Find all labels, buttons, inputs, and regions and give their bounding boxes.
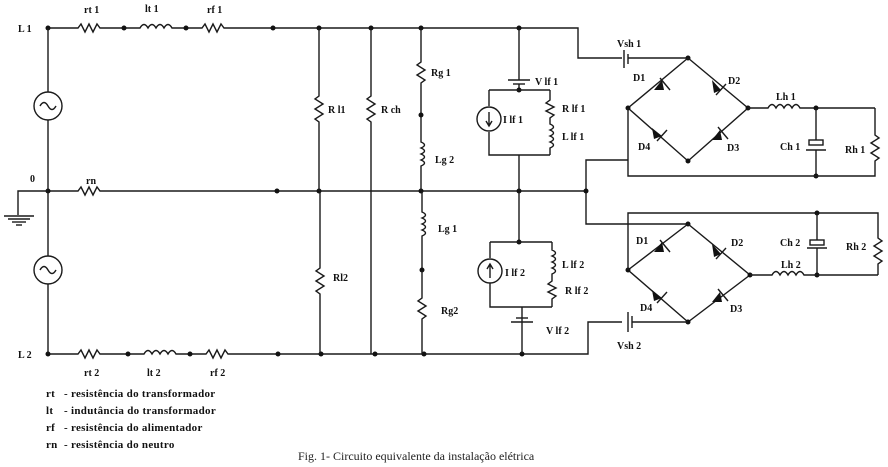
label-rt1: rt 1 [84, 5, 99, 16]
diode-D4-icon [652, 290, 668, 304]
node-label-L1: L 1 [18, 24, 32, 35]
label-Rh2: Rh 2 [846, 242, 866, 253]
arrow-down-icon [485, 112, 493, 128]
diode-D4-icon [652, 128, 668, 142]
line-L2 [45, 321, 622, 360]
rectifier-2 [625, 210, 884, 332]
legend-text: - indutância do transformador [64, 405, 216, 417]
label-Rl2: Rl2 [333, 273, 348, 284]
diode-D3-icon [712, 288, 729, 302]
label-Lh1: Lh 1 [776, 92, 796, 103]
node-label-neutral: 0 [30, 174, 35, 185]
label-Vsh1: Vsh 1 [617, 39, 641, 50]
ac-source-1 [33, 28, 63, 191]
label-lt1: lt 1 [145, 4, 159, 15]
diode-D2-icon [712, 244, 727, 260]
resistor-Rl1 [313, 28, 325, 191]
label-Rch: R ch [381, 105, 401, 116]
node-label-L2: L 2 [18, 350, 32, 361]
legend: rt - resistência do transformador lt - i… [46, 388, 216, 451]
label-Llf1: L lf 1 [562, 132, 584, 143]
label-Rlf2: R lf 2 [565, 286, 588, 297]
resistor-Rch [365, 28, 377, 354]
diode-D1-icon [654, 239, 671, 253]
legend-abbr: rn [46, 439, 58, 451]
sine-wave-icon [39, 101, 57, 111]
label-Vlf2: V lf 2 [546, 326, 569, 337]
label-lt2: lt 2 [147, 368, 161, 379]
label-Rl1: R l1 [328, 105, 346, 116]
filter-2 [477, 191, 558, 354]
label-D3a: D3 [727, 143, 739, 154]
label-Rlf1: R lf 1 [562, 104, 585, 115]
line-neutral [4, 159, 628, 226]
legend-text: - resistência do neutro [64, 439, 175, 451]
diode-D3-icon [712, 126, 729, 140]
label-Rh1: Rh 1 [845, 145, 865, 156]
legend-text: - resistência do transformador [64, 388, 215, 400]
label-Vsh2: Vsh 2 [617, 341, 641, 352]
label-D1b: D1 [636, 236, 648, 247]
label-D1a: D1 [633, 73, 645, 84]
label-Lg2: Lg 2 [435, 155, 454, 166]
diode-D1-icon [654, 77, 671, 91]
legend-abbr: rf [46, 422, 55, 434]
legend-abbr: lt [46, 405, 53, 417]
label-rf1: rf 1 [207, 5, 222, 16]
arrow-up-icon [486, 262, 494, 278]
label-Lg1: Lg 1 [438, 224, 457, 235]
filter-1 [476, 28, 556, 191]
branch-Rg-Lg [415, 28, 428, 354]
ground-icon [4, 215, 34, 226]
legend-text: - resistência do alimentador [64, 422, 203, 434]
label-D2a: D2 [728, 76, 740, 87]
label-Ilf1: I lf 1 [503, 115, 523, 126]
label-rf2: rf 2 [210, 368, 225, 379]
label-D4b: D4 [640, 303, 652, 314]
label-Llf2: L lf 2 [562, 260, 584, 271]
label-rt2: rt 2 [84, 368, 99, 379]
label-D2b: D2 [731, 238, 743, 249]
label-rn: rn [86, 176, 96, 187]
label-Ilf2: I lf 2 [505, 268, 525, 279]
legend-abbr: rt [46, 388, 55, 400]
figure-caption: Fig. 1- Circuito equivalente da instalaç… [298, 449, 535, 463]
ground-wire [17, 190, 48, 215]
label-Ch2: Ch 2 [780, 238, 800, 249]
resistor-Rl2 [314, 191, 326, 354]
line-L1 [45, 22, 622, 59]
label-Rg2: Rg2 [441, 306, 458, 317]
rectifier-1 [623, 50, 881, 179]
label-Vlf1: V lf 1 [535, 77, 558, 88]
label-Rg1: Rg 1 [431, 68, 451, 79]
sine-wave-icon [39, 265, 57, 275]
label-D4a: D4 [638, 142, 650, 153]
label-D3b: D3 [730, 304, 742, 315]
label-Ch1: Ch 1 [780, 142, 800, 153]
label-Lh2: Lh 2 [781, 260, 801, 271]
ac-source-2 [33, 191, 63, 354]
diode-D2-icon [712, 80, 727, 96]
